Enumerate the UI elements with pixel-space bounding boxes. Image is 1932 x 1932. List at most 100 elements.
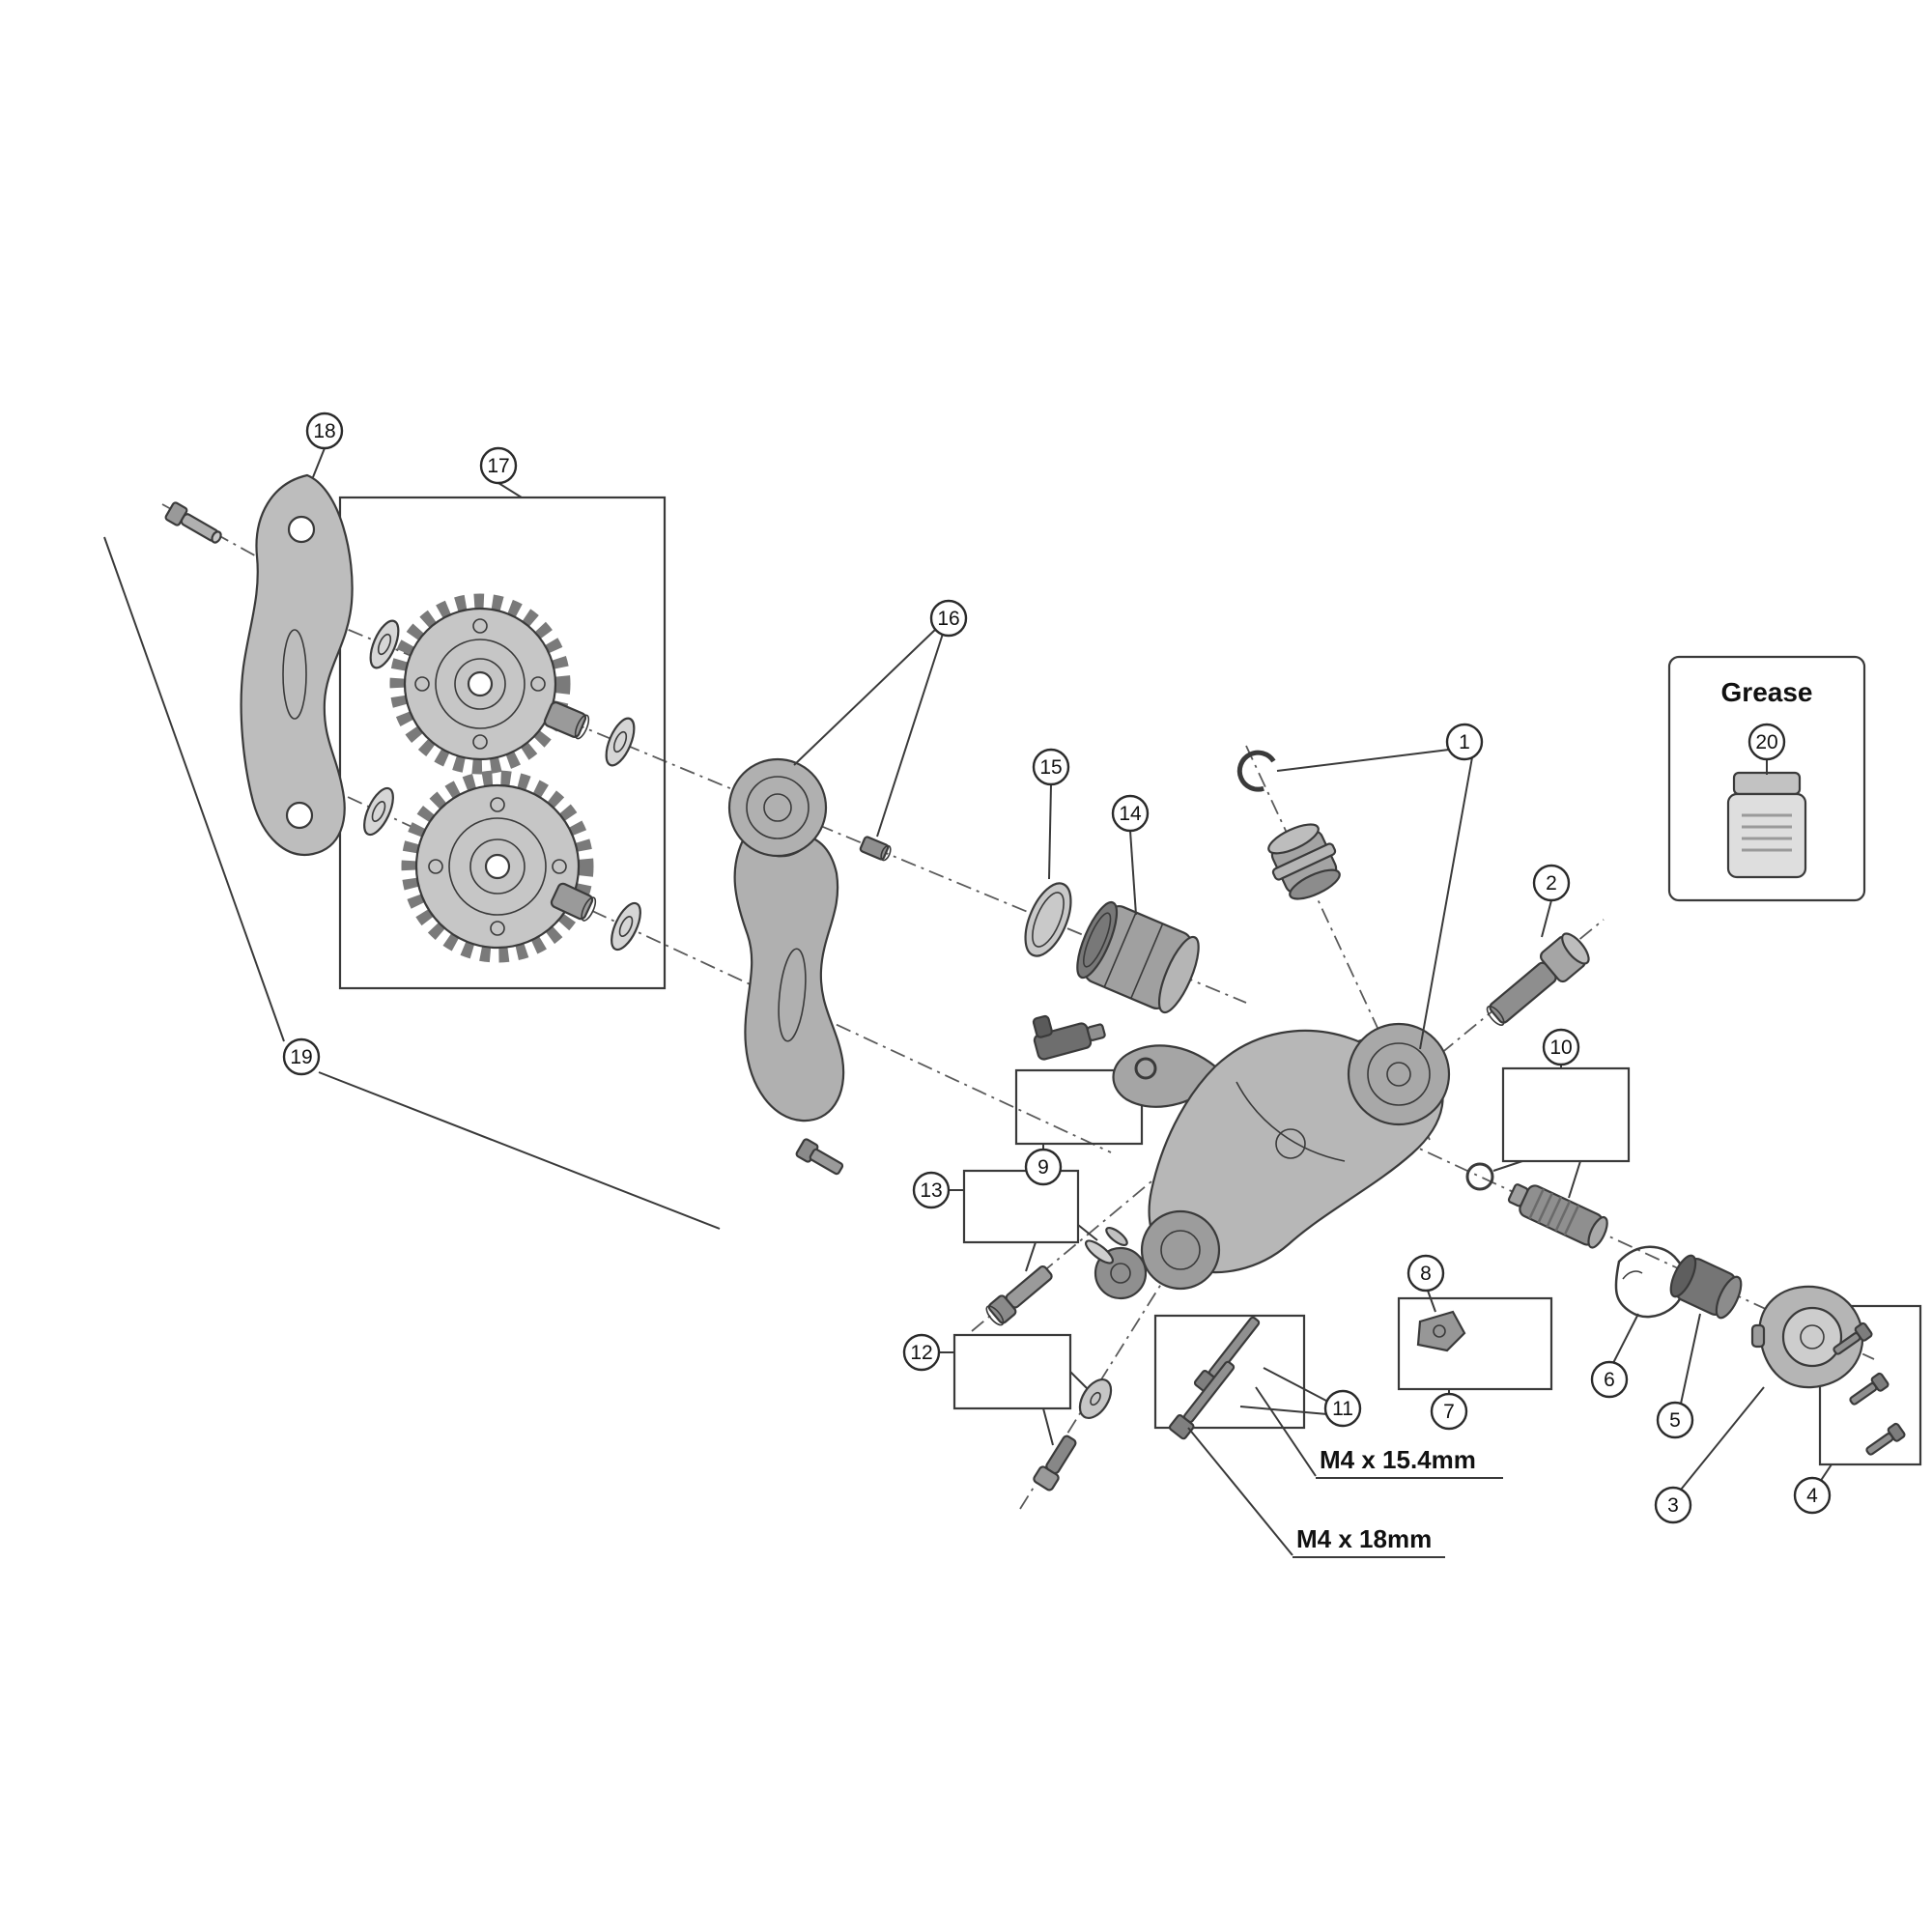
leader-line bbox=[318, 1071, 721, 1230]
cover-unit bbox=[1750, 1285, 1864, 1389]
callout-3: 3 bbox=[1654, 1486, 1692, 1524]
body-lower-boss bbox=[1140, 1209, 1221, 1291]
svg-text:16: 16 bbox=[937, 608, 959, 630]
pulley-bushing bbox=[543, 701, 590, 740]
pulley-washer bbox=[369, 619, 400, 669]
group-box-12 bbox=[952, 1333, 1072, 1410]
callout-2: 2 bbox=[1532, 864, 1571, 902]
leader-line bbox=[1255, 1386, 1317, 1477]
pulley-assembly-box bbox=[338, 496, 667, 990]
svg-text:6: 6 bbox=[1604, 1369, 1615, 1391]
svg-text:5: 5 bbox=[1669, 1409, 1681, 1432]
clamp-screw-b bbox=[1168, 1360, 1236, 1440]
inner-cage-plate bbox=[727, 757, 845, 1176]
bracket-axle-unit bbox=[1267, 823, 1341, 900]
cover-screw bbox=[1833, 1321, 1873, 1355]
leader-line bbox=[1069, 1371, 1089, 1390]
o-ring-10 bbox=[1465, 1162, 1494, 1191]
leader-line bbox=[1276, 749, 1450, 772]
fixing-bolt-13 bbox=[985, 1264, 1053, 1326]
leader-line bbox=[1680, 1313, 1701, 1405]
body-knuckle bbox=[1347, 1022, 1451, 1126]
group-box-13 bbox=[962, 1169, 1080, 1244]
spec-label-m4-15: M4 x 15.4mm bbox=[1320, 1445, 1476, 1474]
svg-text:17: 17 bbox=[487, 455, 509, 477]
end-cap bbox=[1669, 1254, 1743, 1320]
callout-6: 6 bbox=[1590, 1360, 1629, 1399]
leader-line bbox=[1492, 1160, 1523, 1172]
pulley-washer bbox=[363, 786, 394, 837]
callout-8: 8 bbox=[1406, 1254, 1445, 1293]
gasket bbox=[1614, 1245, 1687, 1319]
svg-text:7: 7 bbox=[1443, 1401, 1455, 1423]
svg-text:14: 14 bbox=[1119, 803, 1142, 825]
callout-20: 20 bbox=[1747, 723, 1786, 761]
svg-text:10: 10 bbox=[1549, 1037, 1572, 1059]
leader-line bbox=[876, 633, 944, 838]
leader-line bbox=[1819, 1463, 1833, 1483]
group-box-11 bbox=[1153, 1314, 1306, 1430]
outer-cage-plate bbox=[240, 473, 354, 857]
svg-text:18: 18 bbox=[313, 420, 335, 442]
callout-15: 15 bbox=[1032, 748, 1070, 786]
washer-13 bbox=[1105, 1226, 1128, 1247]
leader-line bbox=[1042, 1407, 1054, 1446]
leader-line bbox=[1239, 1406, 1328, 1415]
leader-line bbox=[793, 627, 938, 766]
leader-line bbox=[1568, 1160, 1581, 1199]
cable-clamp bbox=[1416, 1310, 1466, 1352]
tension-pulley bbox=[401, 770, 594, 963]
leader-line bbox=[1612, 1313, 1639, 1364]
grease-label: Grease bbox=[1721, 677, 1813, 707]
spec-labels: M4 x 15.4mm M4 x 18mm bbox=[1187, 1386, 1503, 1558]
leader-line bbox=[1680, 1386, 1765, 1491]
leader-line bbox=[497, 482, 523, 498]
grease-panel: Grease bbox=[1667, 655, 1866, 902]
grease-box bbox=[1667, 655, 1866, 902]
callout-14: 14 bbox=[1111, 794, 1150, 833]
mount-screw bbox=[164, 501, 222, 544]
callout-16: 16 bbox=[929, 599, 968, 638]
cover-screw bbox=[1865, 1422, 1906, 1456]
clamp-screw-a bbox=[1193, 1316, 1261, 1396]
leader-line bbox=[312, 447, 326, 478]
dome-washer-12 bbox=[1078, 1378, 1113, 1419]
svg-text:15: 15 bbox=[1039, 756, 1062, 779]
svg-text:19: 19 bbox=[290, 1046, 312, 1068]
interlock-plug bbox=[1032, 1014, 1106, 1061]
svg-text:3: 3 bbox=[1667, 1494, 1679, 1517]
center-axis bbox=[320, 783, 1112, 1153]
callout-5: 5 bbox=[1656, 1401, 1694, 1439]
cage-plate-bolt bbox=[795, 1138, 844, 1176]
snap-ring bbox=[1236, 750, 1276, 792]
svg-text:20: 20 bbox=[1755, 731, 1777, 753]
callout-19: 19 bbox=[282, 1037, 321, 1076]
callout-13: 13 bbox=[912, 1171, 951, 1209]
cage-pin bbox=[859, 836, 892, 862]
leader-line bbox=[1427, 1290, 1436, 1313]
callout-17: 17 bbox=[479, 446, 518, 485]
group-box-10 bbox=[1501, 1066, 1631, 1163]
leader-line bbox=[1077, 1224, 1098, 1241]
leader-lines bbox=[103, 447, 1833, 1491]
guide-pulley bbox=[389, 593, 571, 775]
callout-10: 10 bbox=[1542, 1028, 1580, 1066]
callout-4: 4 bbox=[1793, 1476, 1832, 1515]
leader-line bbox=[1025, 1241, 1037, 1272]
callout-7: 7 bbox=[1430, 1392, 1468, 1431]
leader-line bbox=[1419, 756, 1473, 1050]
pulley-washer bbox=[605, 717, 636, 767]
svg-text:13: 13 bbox=[920, 1179, 942, 1202]
pulley-bushing bbox=[550, 882, 597, 922]
cover-screws bbox=[1833, 1321, 1906, 1456]
callout-18: 18 bbox=[305, 412, 344, 450]
o-ring-small bbox=[1134, 1057, 1157, 1080]
svg-text:12: 12 bbox=[910, 1342, 932, 1364]
cage-bolt-12 bbox=[1033, 1435, 1077, 1492]
callout-11: 11 bbox=[1323, 1389, 1362, 1428]
leader-line bbox=[1048, 783, 1052, 880]
svg-text:2: 2 bbox=[1546, 872, 1557, 895]
leader-line bbox=[103, 536, 285, 1042]
